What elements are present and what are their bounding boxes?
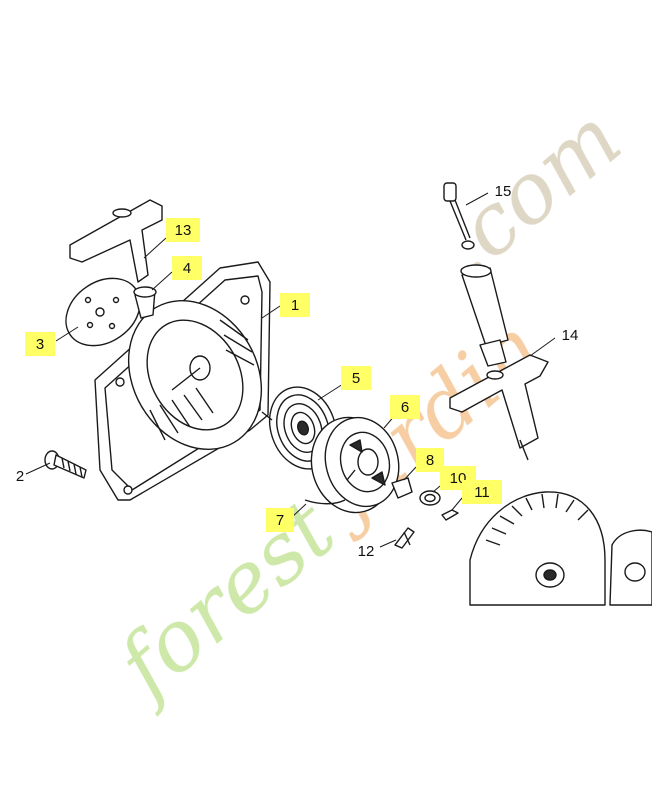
label-1: 1: [280, 293, 310, 317]
label-6: 6: [390, 395, 420, 419]
label-3-text: 3: [36, 336, 44, 353]
label-4-highlight: [172, 256, 202, 280]
label-11: 11: [462, 480, 502, 504]
leader-2: [25, 462, 51, 475]
label-12: 12: [358, 543, 375, 560]
label-1-text: 1: [291, 297, 299, 314]
label-15-text: 15: [495, 183, 512, 200]
leader-13: [143, 237, 167, 259]
label-13-highlight: [166, 218, 200, 242]
label-4-text: 4: [183, 260, 191, 277]
label-2-text: 2: [16, 468, 24, 485]
label-8-highlight: [416, 448, 444, 472]
label-8: 8: [416, 448, 444, 472]
clip-part-12: [394, 527, 415, 549]
label-6-text: 6: [401, 399, 409, 416]
label-1-highlight: [280, 293, 310, 317]
rope-rotor-part-6: [310, 416, 400, 514]
label-4: 4: [172, 256, 202, 280]
leader-lines: [25, 192, 556, 548]
grommet-part-4: [133, 286, 157, 319]
label-14: 14: [562, 327, 579, 344]
washer-part-10: [419, 490, 441, 506]
spring-clip-part-11: [441, 509, 459, 521]
handle-assembly-part-14: [449, 264, 549, 461]
label-13-text: 13: [175, 222, 192, 239]
leader-3: [55, 326, 79, 342]
label-13: 13: [166, 218, 200, 242]
label-15: 15: [495, 183, 512, 200]
starter-housing: [94, 261, 271, 501]
label-5-highlight: [341, 366, 371, 390]
label-7-highlight: [266, 508, 294, 532]
label-5: 5: [341, 366, 371, 390]
label-11-highlight: [462, 480, 502, 504]
part-labels: 1 2 3 4 5 6 7: [16, 183, 579, 560]
label-14-text: 14: [562, 327, 579, 344]
leader-1: [261, 305, 281, 319]
rope-insert-part-15: [443, 182, 475, 250]
flywheel: [469, 491, 652, 606]
leader-8: [403, 466, 417, 481]
label-3: 3: [25, 332, 55, 356]
label-7-text: 7: [276, 512, 284, 529]
watermark-text-forest: forest: [95, 480, 353, 719]
label-6-highlight: [390, 395, 420, 419]
leader-15: [465, 192, 489, 206]
screw-part-2: [44, 450, 87, 479]
leader-5: [317, 383, 344, 401]
label-8-text: 8: [426, 452, 434, 469]
leader-11: [451, 497, 463, 511]
pawl-part-8: [391, 477, 413, 499]
leader-12: [379, 539, 397, 548]
starter-handle-part-13: [69, 199, 163, 283]
label-2: 2: [16, 468, 24, 485]
label-12-text: 12: [358, 543, 375, 560]
leader-4: [151, 271, 173, 291]
label-11-text: 11: [474, 484, 490, 501]
label-5-text: 5: [352, 370, 360, 387]
starter-rope-part-7: [304, 499, 346, 505]
label-7: 7: [266, 508, 294, 532]
label-3-highlight: [25, 332, 55, 356]
leader-10: [432, 485, 441, 493]
leader-14: [529, 337, 556, 357]
